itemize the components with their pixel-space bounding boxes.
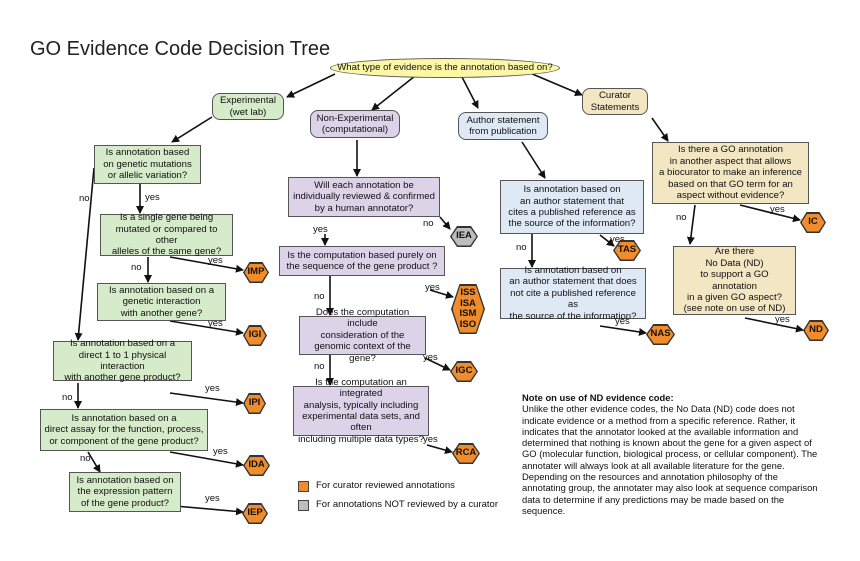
legend-not-reviewed-swatch [298, 500, 309, 511]
legend-reviewed-label: For curator reviewed annotations [316, 480, 455, 491]
code-rca-hexagon: RCA [452, 443, 480, 464]
nd-note-body: Unlike the other evidence codes, the No … [522, 403, 818, 516]
legend-reviewed-swatch [298, 481, 309, 492]
code-iss-group-hexagon: ISS ISA ISM ISO [451, 284, 485, 334]
code-iep-hexagon: IEP [242, 503, 268, 524]
exp-question-genetic-mutations: Is annotation based on genetic mutations… [94, 145, 201, 184]
code-ida-label: IDA [244, 456, 269, 475]
label-yes: yes [208, 318, 223, 329]
code-nas-hexagon: NAS [646, 324, 675, 345]
code-imp-label: IMP [244, 263, 268, 282]
legend-not-reviewed-label: For annotations NOT reviewed by a curato… [316, 499, 498, 510]
exp-question-physical-interaction: Is annotation based on a direct 1 to 1 p… [53, 338, 192, 383]
label-no: no [131, 262, 142, 273]
label-yes: yes [610, 234, 625, 245]
label-yes: yes [205, 383, 220, 394]
label-no: no [423, 218, 434, 229]
label-no: no [516, 242, 527, 253]
code-ic-hexagon: IC [800, 212, 826, 233]
author-question-cites-reference: Is annotation based on an author stateme… [500, 180, 644, 234]
code-ipi-hexagon: IPI [243, 393, 266, 414]
nd-note: Note on use of ND evidence code: Unlike … [522, 392, 822, 516]
category-curator-statements: Curator Statements [582, 88, 648, 115]
label-yes: yes [425, 282, 440, 293]
category-non-experimental: Non-Experimental (computational) [310, 110, 400, 138]
curator-question-inference: Is there a GO annotation in another aspe… [652, 142, 809, 204]
label-yes: yes [145, 192, 160, 203]
code-igi-label: IGI [244, 326, 266, 345]
code-rca-label: RCA [453, 444, 479, 463]
nd-note-title: Note on use of ND evidence code: [522, 392, 674, 403]
code-igc-hexagon: IGC [450, 361, 478, 382]
code-iep-label: IEP [243, 504, 267, 523]
exp-question-direct-assay: Is annotation based on a direct assay fo… [40, 409, 208, 451]
label-yes: yes [213, 446, 228, 457]
page-title: GO Evidence Code Decision Tree [30, 38, 331, 60]
code-nd-label: ND [804, 321, 828, 340]
category-author-statement: Author statement from publication [458, 112, 548, 140]
category-experimental: Experimental (wet lab) [212, 93, 284, 120]
code-iea-label: IEA [451, 227, 477, 246]
label-yes: yes [208, 255, 223, 266]
code-imp-hexagon: IMP [243, 262, 269, 283]
code-ic-label: IC [801, 213, 825, 232]
author-question-no-reference: Is annotation based on an author stateme… [500, 265, 646, 322]
code-tas-hexagon: TAS [613, 240, 641, 261]
code-igi-hexagon: IGI [243, 325, 267, 346]
comp-question-human-review: Will each annotation be individually rev… [288, 177, 440, 217]
curator-question-no-data: Are there No Data (ND) to support a GO a… [673, 246, 796, 315]
label-yes: yes [313, 224, 328, 235]
label-yes: yes [775, 314, 790, 325]
comp-question-sequence: Is the computation based purely on the s… [279, 246, 445, 276]
root-question: What type of evidence is the annotation … [330, 58, 560, 78]
label-yes: yes [770, 204, 785, 215]
label-yes: yes [615, 316, 630, 327]
label-yes: yes [423, 434, 438, 445]
label-yes: yes [423, 352, 438, 363]
code-nd-hexagon: ND [803, 320, 829, 341]
label-no: no [314, 361, 325, 372]
label-no: no [80, 453, 91, 464]
label-no: no [676, 212, 687, 223]
code-nas-label: NAS [647, 325, 674, 344]
code-ipi-label: IPI [244, 394, 265, 413]
code-igc-label: IGC [451, 362, 477, 381]
exp-question-genetic-interaction: Is annotation based on a genetic interac… [97, 283, 226, 321]
code-tas-label: TAS [614, 241, 640, 260]
code-ida-hexagon: IDA [243, 455, 270, 476]
label-no: no [62, 392, 73, 403]
label-no: no [79, 193, 90, 204]
exp-question-expression-pattern: Is annotation based on the expression pa… [69, 472, 181, 512]
comp-question-genomic-context: Does the computation include considerati… [299, 307, 426, 364]
label-yes: yes [205, 493, 220, 504]
comp-question-integrated-analysis: Is the computation an integrated analysi… [293, 377, 429, 445]
code-iea-hexagon: IEA [450, 226, 478, 247]
label-no: no [314, 291, 325, 302]
exp-question-single-gene: Is a single gene being mutated or compar… [100, 212, 233, 257]
